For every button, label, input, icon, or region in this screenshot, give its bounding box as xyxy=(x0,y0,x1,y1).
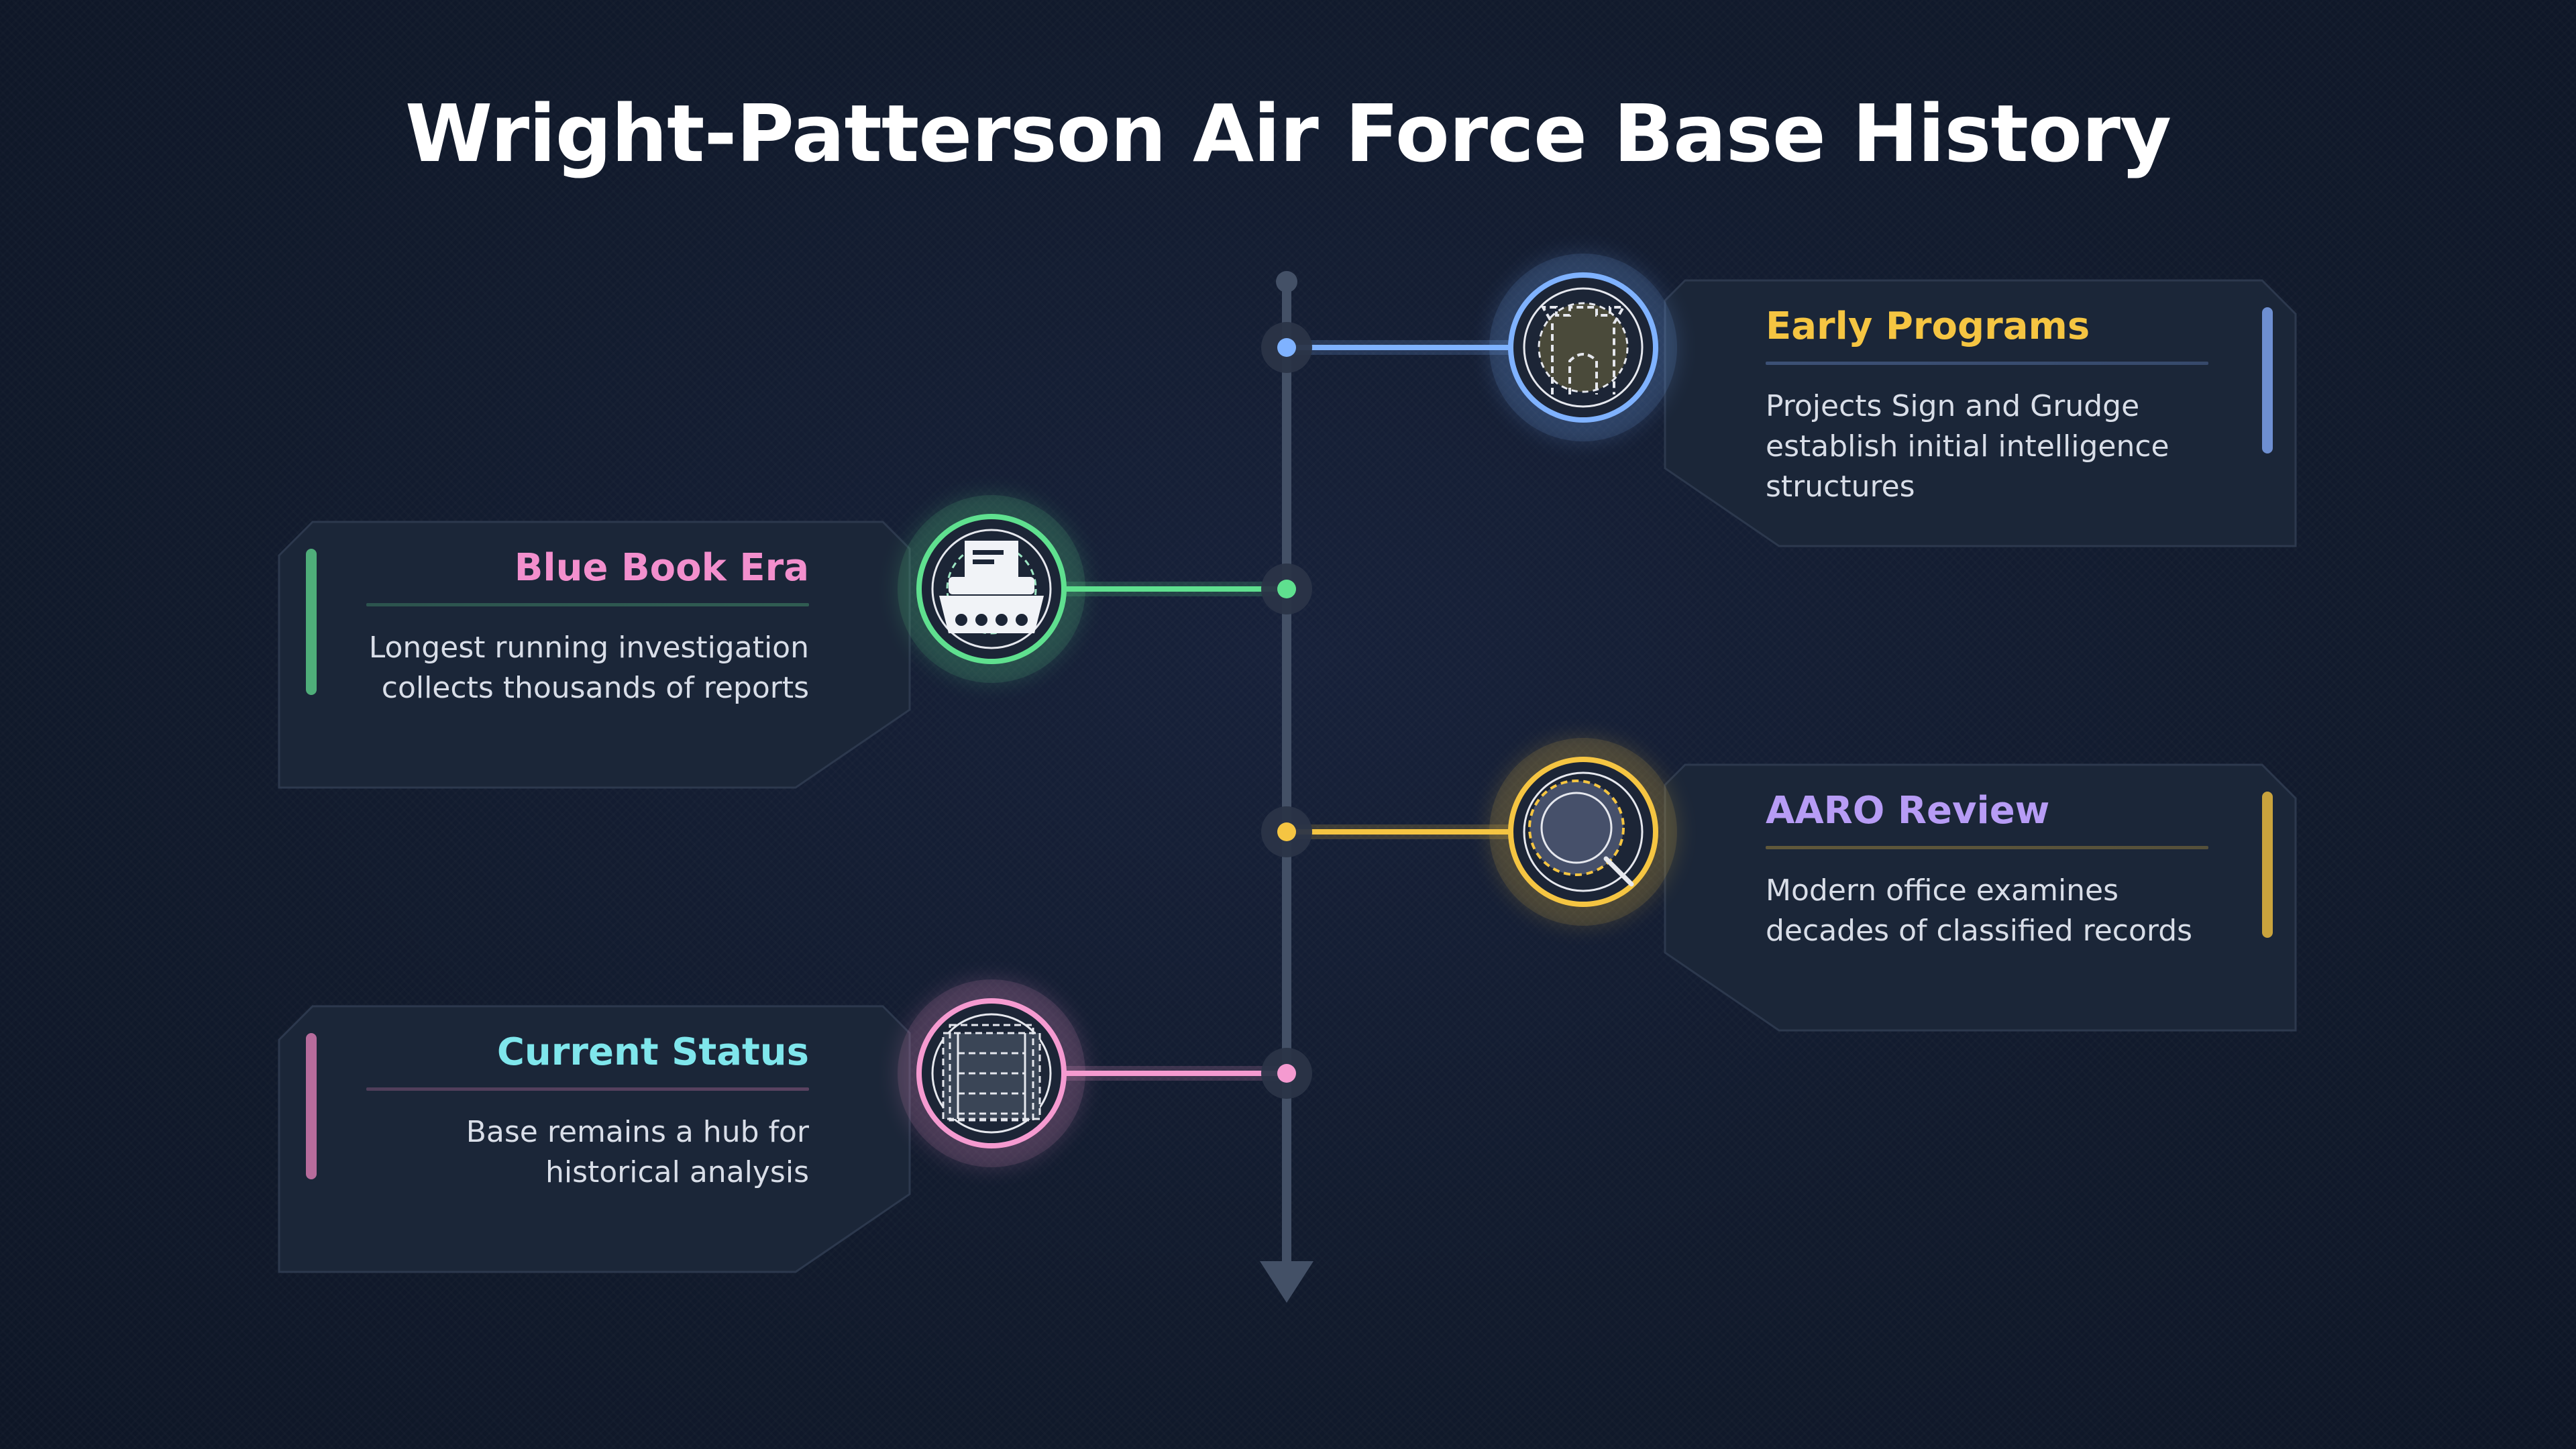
connector-layer xyxy=(1064,322,1511,1099)
magnifier-icon xyxy=(1487,735,1680,928)
title-divider xyxy=(1766,362,2208,365)
icon-layer xyxy=(895,251,1680,1170)
card-layer xyxy=(278,279,2297,1273)
event-description: Base remains a hub for historical analys… xyxy=(466,1115,809,1189)
event-card xyxy=(278,1005,911,1273)
archive-icon xyxy=(895,977,1088,1170)
timeline-spine xyxy=(1260,271,1313,1303)
event-title: Current Status xyxy=(496,1030,809,1074)
spine-node-dot xyxy=(1277,1064,1296,1083)
typewriter-icon xyxy=(895,492,1088,686)
event-title: AARO Review xyxy=(1766,789,2050,833)
card-accent-bar xyxy=(306,549,317,695)
title-divider xyxy=(366,1087,809,1091)
event-title: Blue Book Era xyxy=(514,546,809,590)
card-accent-bar xyxy=(306,1033,317,1179)
event-description: Longest running investigation collects t… xyxy=(368,631,809,705)
spine-start-cap xyxy=(1276,271,1297,292)
page-title: Wright-Patterson Air Force Base History xyxy=(405,87,2171,180)
event-title: Early Programs xyxy=(1766,305,2090,348)
event-description: Projects Sign and Grudge establish initi… xyxy=(1766,389,2169,504)
spine-node-dot xyxy=(1277,580,1296,598)
title-divider xyxy=(366,603,809,606)
card-accent-bar xyxy=(2262,792,2273,938)
title-divider xyxy=(1766,846,2208,849)
spine-node-dot xyxy=(1277,338,1296,357)
castle-icon xyxy=(1487,251,1680,444)
event-description: Modern office examines decades of classi… xyxy=(1766,873,2193,948)
card-accent-bar xyxy=(2262,307,2273,453)
event-card xyxy=(278,521,911,789)
spine-node-dot xyxy=(1277,822,1296,841)
spine-arrow-head xyxy=(1260,1261,1313,1303)
